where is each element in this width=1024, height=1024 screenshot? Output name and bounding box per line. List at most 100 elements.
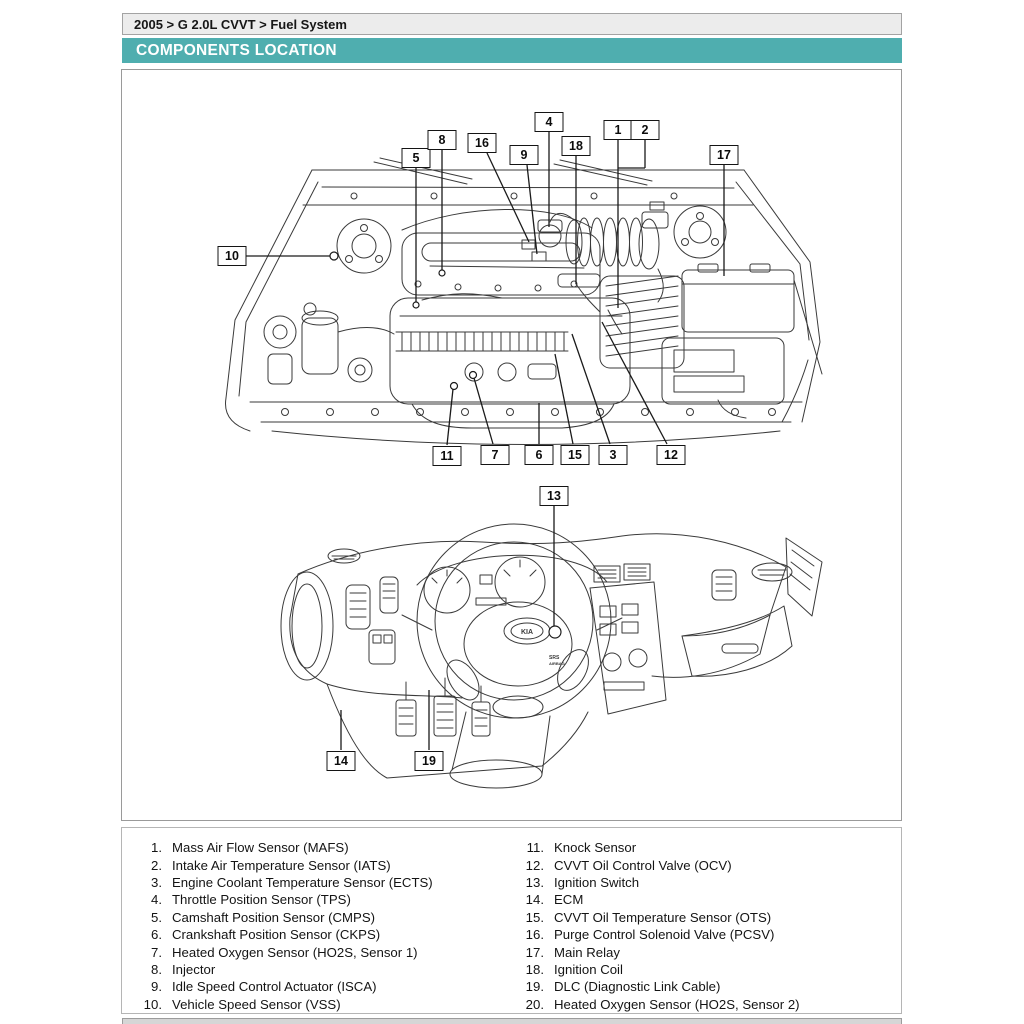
breadcrumb[interactable]: 2005 > G 2.0L CVVT > Fuel System [122, 13, 902, 35]
ecm-tray [661, 337, 785, 405]
component-list-item: 10. Vehicle Speed Sensor (VSS) [132, 996, 514, 1013]
component-list-item: 5.Camshaft Position Sensor (CMPS) [132, 909, 514, 926]
component-label: DLC (Diagnostic Link Cable) [554, 979, 721, 995]
callout-box-14: 14 [326, 751, 356, 771]
callout-box-11: 11 [432, 446, 462, 466]
component-number: 19. [525, 979, 544, 995]
intake-duct [549, 201, 669, 303]
component-number: 11. [526, 840, 544, 856]
component-list-left-column: 1. Mass Air Flow Sensor (MAFS) 2. Intake Ai… [132, 839, 514, 1013]
callout-box-12: 12 [656, 445, 686, 465]
throttle-body [538, 224, 562, 248]
dashboard-illustration: KIA SRS AIRBAG [280, 523, 823, 789]
component-number: 10. [143, 996, 162, 1012]
section-title-bar: COMPONENTS LOCATION [122, 38, 902, 63]
component-number: 5. [151, 909, 162, 925]
power-steering-reservoir [263, 315, 297, 385]
component-list-item: 9. Idle Speed Control Actuator (ISCA) [132, 978, 514, 995]
component-list: 1. Mass Air Flow Sensor (MAFS) 2. Intake Ai… [121, 827, 902, 1014]
callout-box-10: 10 [217, 246, 247, 266]
leader-lines [246, 132, 725, 750]
component-label: ECM [554, 892, 584, 908]
component-list-right-column: 11. Knock Sensor 12. CVVT Oil Control Valve… [514, 839, 901, 1013]
component-list-item: 17.Main Relay [514, 943, 901, 960]
component-list-item: 2. Intake Air Temperature Sensor (IATS) [132, 856, 514, 873]
component-label: Vehicle Speed Sensor (VSS) [172, 996, 341, 1012]
kia-logo-text: KIA [521, 629, 533, 636]
callout-box-16: 16 [467, 133, 497, 153]
callout-box-5: 5 [401, 148, 431, 168]
component-number: 20. [525, 996, 544, 1012]
callout-box-18: 18 [561, 136, 591, 156]
component-label: Knock Sensor [554, 840, 637, 856]
srs-label-line2: AIRBAG [549, 661, 565, 666]
callout-box-1: 1 [603, 120, 633, 140]
component-number: 6. [151, 927, 162, 943]
component-number: 12. [525, 857, 544, 873]
callout-box-4: 4 [534, 112, 564, 132]
component-number: 15. [525, 909, 544, 925]
component-number: 2. [151, 857, 162, 873]
next-section-edge [122, 1018, 902, 1024]
isca [531, 251, 547, 262]
component-label: Heated Oxygen Sensor (HO2S, Sensor 1) [172, 944, 418, 960]
component-label: Idle Speed Control Actuator (ISCA) [172, 979, 377, 995]
callout-box-2: 2 [630, 120, 660, 140]
ignition-coil [557, 273, 601, 288]
air-cleaner-box [599, 275, 685, 369]
component-label: Throttle Position Sensor (TPS) [172, 892, 351, 908]
instrument-cluster [416, 554, 608, 614]
callout-box-8: 8 [427, 130, 457, 150]
component-number: 14. [525, 892, 544, 908]
component-list-item: 16. Purge Control Solenoid Valve (PCSV) [514, 926, 901, 943]
component-label: Ignition Coil [554, 961, 623, 977]
center-stack [589, 563, 667, 715]
callout-box-3: 3 [598, 445, 628, 465]
component-number: 18. [525, 961, 544, 977]
component-number: 8. [151, 961, 162, 977]
component-number: 16. [525, 927, 544, 943]
right-strut-tower [673, 205, 727, 259]
glove-box [681, 605, 793, 677]
component-label: Purge Control Solenoid Valve (PCSV) [554, 927, 775, 943]
component-label: Crankshaft Position Sensor (CKPS) [172, 927, 381, 943]
washer-reservoir [301, 302, 339, 375]
callout-box-19: 19 [414, 751, 444, 771]
engine-block [389, 297, 631, 429]
component-list-item: 19. DLC (Diagnostic Link Cable) [514, 978, 901, 995]
component-number: 1. [151, 840, 162, 856]
component-list-item: 12. CVVT Oil Control Valve (OCV) [514, 856, 901, 873]
component-list-item: 7. Heated Oxygen Sensor (HO2S, Sensor 1) [132, 943, 514, 960]
component-list-item: 4.Throttle Position Sensor (TPS) [132, 891, 514, 908]
component-number: 9. [151, 979, 162, 995]
component-label: CVVT Oil Control Valve (OCV) [554, 857, 732, 873]
component-label: Ignition Switch [554, 874, 640, 890]
component-label: Heated Oxygen Sensor (HO2S, Sensor 2) [554, 996, 800, 1012]
component-number: 13. [525, 874, 544, 890]
component-label: Main Relay [554, 944, 620, 960]
callout-box-9: 9 [509, 145, 539, 165]
component-number: 3. [151, 874, 162, 890]
callout-box-15: 15 [560, 445, 590, 465]
component-label: Mass Air Flow Sensor (MAFS) [172, 840, 349, 856]
component-list-item: 6. Crankshaft Position Sensor (CKPS) [132, 926, 514, 943]
component-list-item: 14. ECM [514, 891, 901, 908]
a-pillar-vent [785, 537, 823, 617]
callout-box-13: 13 [539, 486, 569, 506]
component-list-item: 18. Ignition Coil [514, 961, 901, 978]
breadcrumb-text[interactable]: 2005 > G 2.0L CVVT > Fuel System [134, 16, 347, 32]
component-list-item: 1. Mass Air Flow Sensor (MAFS) [132, 839, 514, 856]
maf-sensor [641, 211, 669, 229]
page-title: COMPONENTS LOCATION [136, 41, 337, 59]
component-list-item: 3.Engine Coolant Temperature Sensor (ECT… [132, 874, 514, 891]
component-label: Intake Air Temperature Sensor (IATS) [172, 857, 391, 873]
steering-wheel: KIA SRS AIRBAG [416, 523, 612, 719]
component-list-item: 20. Heated Oxygen Sensor (HO2S, Sensor 2) [514, 996, 901, 1013]
srs-label-line1: SRS [549, 655, 560, 661]
callout-box-17: 17 [709, 145, 739, 165]
component-list-item: 15.CVVT Oil Temperature Sensor (OTS) [514, 909, 901, 926]
component-number: 7. [151, 944, 162, 960]
engine-bay-illustration [225, 157, 823, 445]
valve-cover [401, 232, 601, 296]
